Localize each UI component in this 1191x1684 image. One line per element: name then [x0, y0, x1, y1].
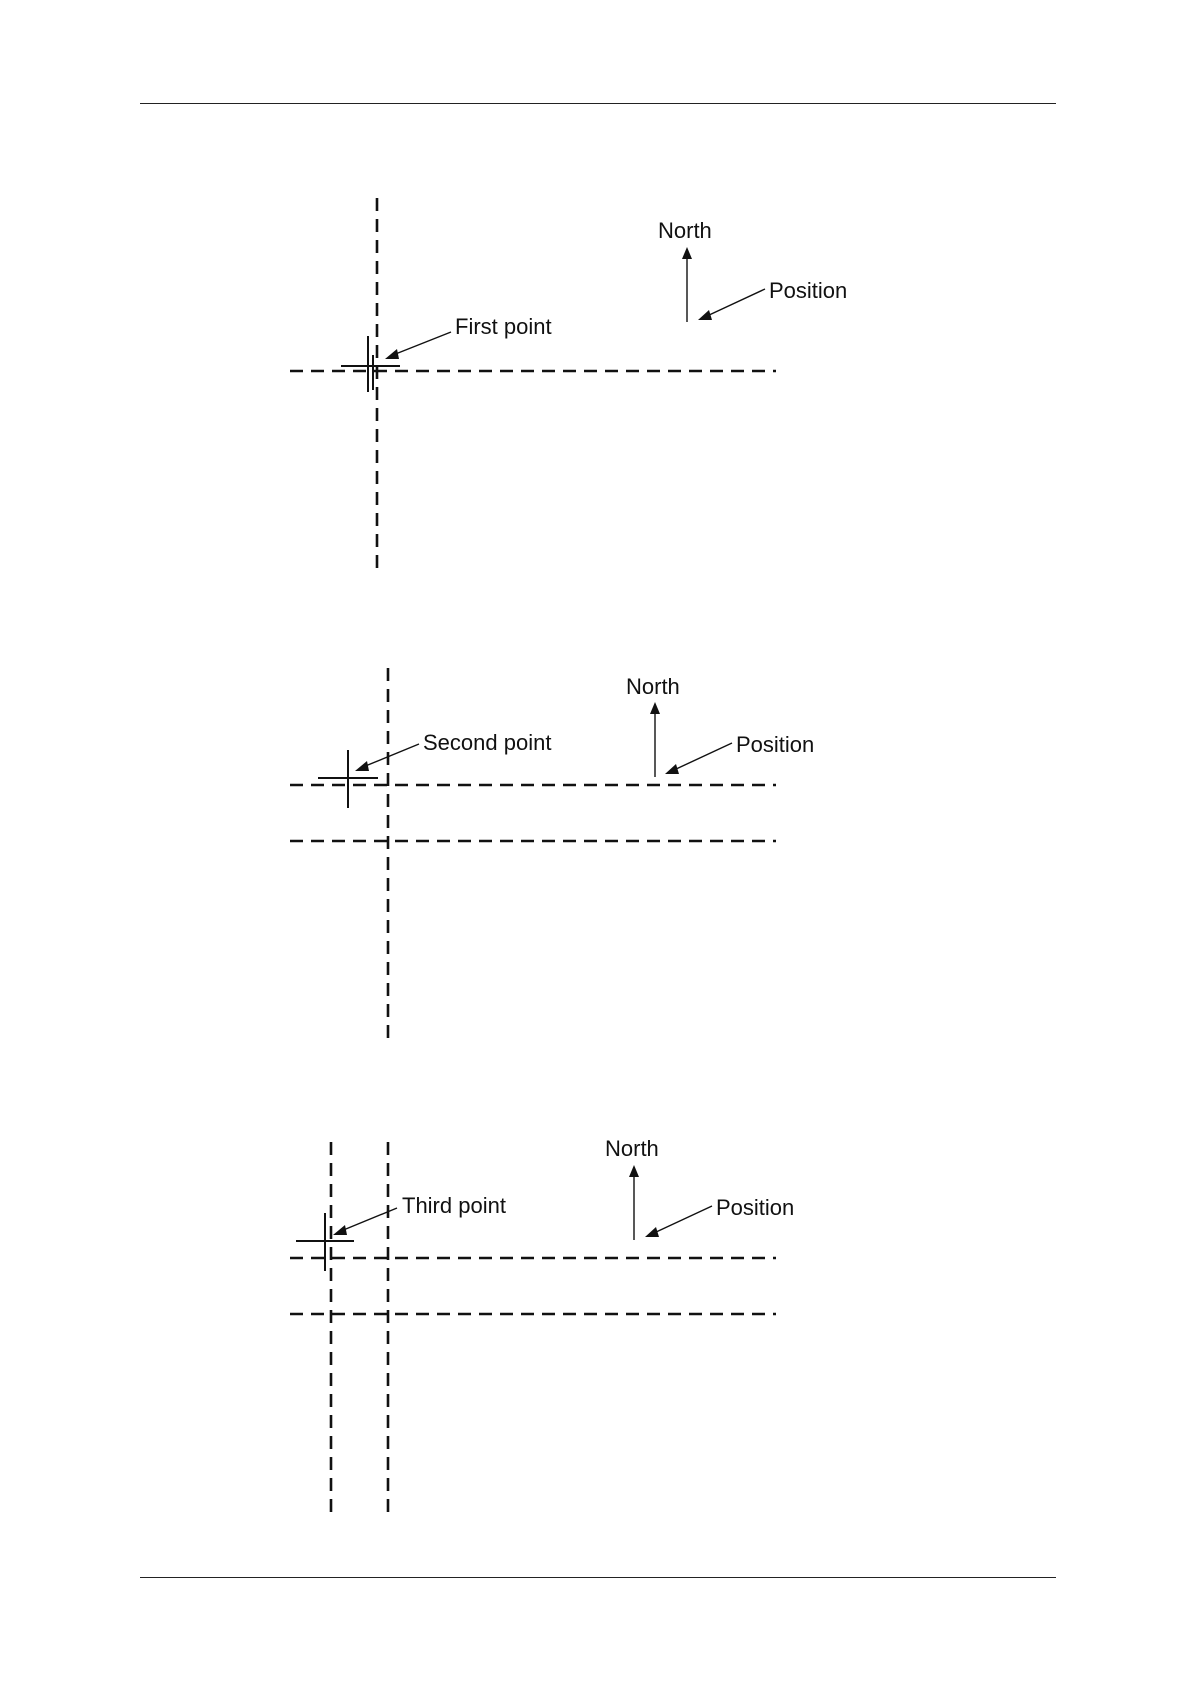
position-label: Position	[736, 732, 814, 757]
north-label: North	[658, 218, 712, 243]
third-point-label: Third point	[402, 1193, 506, 1218]
second-point-label: Second point	[423, 730, 551, 755]
north-arrow	[682, 247, 692, 322]
north-arrow	[650, 702, 660, 777]
crosshair-marker	[296, 1213, 354, 1271]
first-point-pointer-arrow	[385, 332, 451, 359]
position-pointer-arrow	[665, 743, 732, 774]
position-pointer-arrow	[698, 289, 765, 320]
panel-first-point: First point North Position	[290, 198, 847, 572]
second-point-pointer-arrow	[355, 744, 419, 771]
position-pointer-arrow	[645, 1206, 712, 1237]
north-label: North	[626, 674, 680, 699]
panel-third-point: Third point North Position	[290, 1136, 794, 1515]
position-label: Position	[716, 1195, 794, 1220]
footer-rule	[140, 1577, 1056, 1578]
crosshair-marker	[318, 750, 378, 808]
first-point-label: First point	[455, 314, 552, 339]
north-label: North	[605, 1136, 659, 1161]
north-arrow	[629, 1165, 639, 1240]
position-label: Position	[769, 278, 847, 303]
crosshair-marker	[341, 336, 400, 392]
panel-second-point: Second point North Position	[290, 668, 814, 1042]
